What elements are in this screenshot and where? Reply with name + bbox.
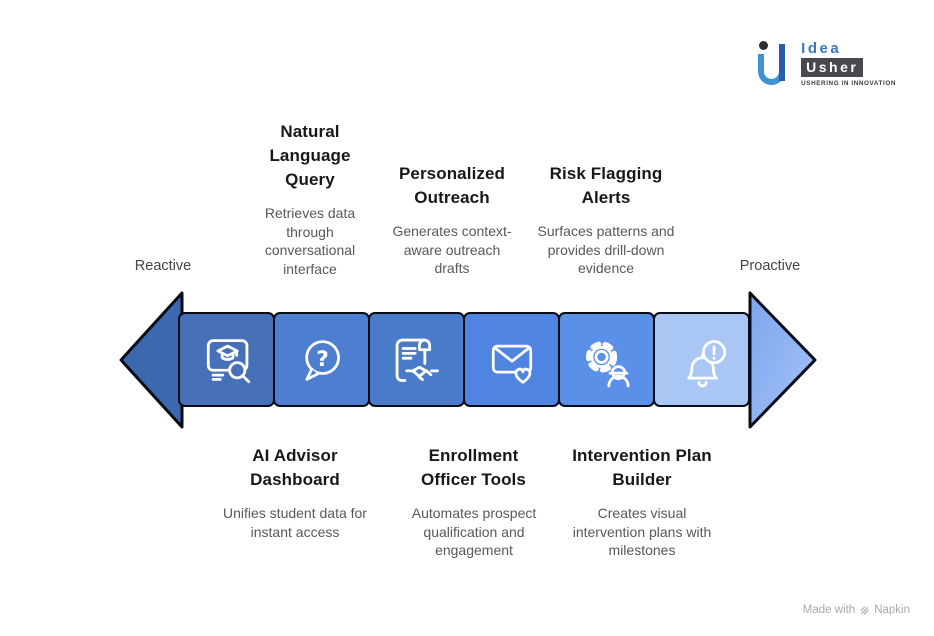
arrow-box-personalized-outreach xyxy=(463,312,560,407)
top-feature-personalized-outreach: Personalized Outreach Generates context-… xyxy=(382,162,522,278)
logo-bar xyxy=(778,44,786,81)
made-with-text: Made with xyxy=(802,604,856,616)
arrow-box-risk-flagging-alerts xyxy=(653,312,750,407)
feature-description: Generates context-aware outreach drafts xyxy=(392,223,512,276)
napkin-logo-icon xyxy=(860,605,869,615)
idea-usher-logo-icon xyxy=(758,40,794,90)
feature-description: Unifies student data for instant access xyxy=(223,505,367,540)
feature-description: Automates prospect qualification and eng… xyxy=(411,505,537,558)
svg-text:?: ? xyxy=(316,347,329,372)
feature-title: Risk Flagging Alerts xyxy=(549,164,663,207)
dashboard-search-icon xyxy=(206,338,250,383)
arrow-box-enrollment-officer-tools xyxy=(368,312,465,407)
logo-tagline: USHERING IN INNOVATION xyxy=(801,80,896,87)
double-arrow xyxy=(119,291,817,429)
left-arrowhead-icon xyxy=(119,291,184,429)
feature-title: Personalized Outreach xyxy=(398,164,506,207)
right-arrowhead-icon xyxy=(748,291,817,429)
feature-description: Creates visual intervention plans with m… xyxy=(572,505,712,558)
idea-usher-logo: Idea Usher USHERING IN INNOVATION xyxy=(758,40,896,90)
arrow-box-intervention-plan-builder xyxy=(558,312,655,407)
bell-alert-icon xyxy=(686,339,726,387)
bottom-feature-enrollment-officer-tools: Enrollment Officer Tools Automates prosp… xyxy=(401,444,546,560)
gear-worker-icon xyxy=(585,340,630,387)
feature-title: AI Advisor Dashboard xyxy=(250,446,340,489)
top-feature-natural-language-query: Natural Language Query Retrieves data th… xyxy=(245,120,375,278)
bottom-feature-intervention-plan-builder: Intervention Plan Builder Creates visual… xyxy=(572,444,712,560)
bottom-feature-ai-advisor-dashboard: AI Advisor Dashboard Unifies student dat… xyxy=(220,444,370,541)
top-feature-risk-flagging-alerts: Risk Flagging Alerts Surfaces patterns a… xyxy=(531,162,681,278)
axis-label-reactive: Reactive xyxy=(134,258,192,274)
arrow-box-ai-advisor-dashboard xyxy=(178,312,275,407)
question-bubble-icon: ? xyxy=(304,339,340,381)
axis-label-proactive: Proactive xyxy=(739,258,801,274)
envelope-heart-icon xyxy=(491,344,532,384)
contract-handshake-icon xyxy=(395,338,439,382)
arrow-box-natural-language-query: ? xyxy=(273,312,370,407)
feature-title: Natural Language Query xyxy=(269,122,351,189)
feature-title: Intervention Plan Builder xyxy=(572,446,712,489)
arrow-step-row: ? xyxy=(178,312,750,407)
napkin-brand-text: Napkin xyxy=(874,604,910,616)
logo-dot xyxy=(759,41,769,50)
feature-title: Enrollment Officer Tools xyxy=(421,446,526,489)
feature-description: Surfaces patterns and provides drill-dow… xyxy=(537,223,675,276)
feature-description: Retrieves data through conversational in… xyxy=(264,205,356,277)
logo-usher-text: Usher xyxy=(801,58,864,77)
logo-idea-text: Idea xyxy=(801,40,842,57)
made-with-napkin: Made with Napkin xyxy=(803,604,910,616)
